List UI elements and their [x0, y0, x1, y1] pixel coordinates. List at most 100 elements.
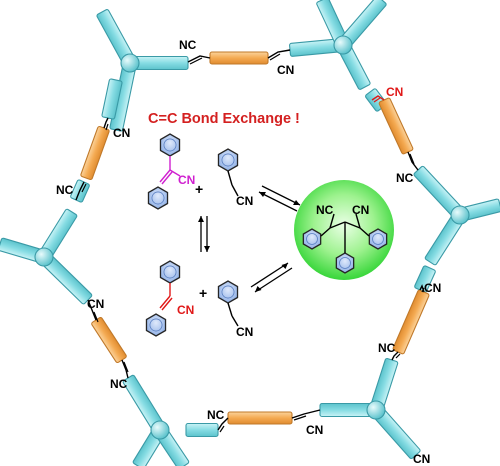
benzene-aromatic-circle — [151, 191, 165, 205]
framework-linker-cyan — [185, 422, 219, 438]
benzene-ring-icon — [368, 228, 388, 250]
nitrile-labels: NC CN CN NC NC CN CN NC CN NC NC CN CN — [56, 38, 441, 466]
nitrile-label-nc: NC — [316, 203, 334, 217]
alkene-bond — [395, 353, 401, 359]
alkene-bond — [81, 183, 87, 193]
framework-linker-orange — [392, 289, 430, 355]
alkene-bond — [409, 153, 415, 165]
framework-linker-orange — [378, 97, 414, 155]
scheme-title: C=C Bond Exchange ! — [148, 111, 300, 127]
framework-node — [450, 205, 470, 225]
benzene-ring-icon — [217, 148, 239, 172]
nitrile-label-cn: CN — [113, 126, 130, 140]
benzene-aromatic-circle — [163, 138, 177, 152]
framework-node — [150, 420, 170, 440]
framework-node — [333, 35, 353, 55]
benzene-aromatic-circle — [339, 257, 351, 269]
bond-line — [329, 213, 335, 229]
bond-line — [320, 227, 331, 237]
alkene-bond — [93, 311, 99, 323]
benzene-aromatic-circle — [221, 153, 235, 167]
alkene-bond — [219, 425, 225, 433]
alkene-bond — [75, 181, 85, 201]
benzene-ring-icon — [145, 313, 167, 337]
nitrile-label-nc: NC — [396, 171, 414, 185]
framework-linker-orange — [91, 316, 127, 364]
plus-operator-bottom: + — [199, 285, 207, 301]
alkene-bond — [217, 417, 229, 431]
bond-line — [231, 315, 239, 327]
alkene-bond — [407, 151, 419, 171]
reaction-scheme: C=C Bond Exchange ! CN + CN CN + CN NC CN — [145, 111, 394, 339]
nitrile-label-nc: NC — [110, 377, 128, 391]
alkene-bond — [291, 409, 321, 419]
bond-line — [159, 169, 171, 183]
bond-line — [227, 302, 233, 317]
nitrile-label-cn: CN — [413, 452, 430, 466]
nitrile-label-cn: CN — [236, 325, 253, 339]
bond-line — [161, 171, 173, 185]
benzene-aromatic-circle — [221, 285, 235, 299]
framework-linker-orange — [227, 411, 293, 425]
bond-line — [344, 221, 361, 229]
bond-line — [231, 184, 239, 197]
alkene-bond — [421, 287, 425, 293]
green-sphere-icon — [294, 180, 394, 280]
bond-line — [359, 227, 370, 237]
alkene-bond — [293, 415, 307, 421]
bond-line — [161, 297, 173, 311]
benzene-aromatic-circle — [163, 265, 177, 279]
nitrile-label-cn: CN — [386, 85, 403, 99]
nitrile-label-nc: NC — [179, 38, 197, 52]
molecule-dimer-adduct: NC CN — [302, 203, 388, 274]
benzene-ring-icon — [159, 260, 181, 284]
bond-line — [227, 170, 233, 186]
benzene-ring-icon — [147, 186, 169, 210]
alkene-bond — [187, 55, 211, 63]
framework-node — [366, 400, 386, 420]
molecule-alpha-cyanostilbene-top: CN — [147, 133, 195, 210]
alkene-bond — [371, 95, 385, 101]
nitrile-label-nc: NC — [207, 408, 225, 422]
alkene-bond — [267, 49, 291, 59]
nitrile-label-nc: NC — [56, 183, 74, 197]
benzene-ring-icon — [335, 252, 355, 274]
nitrile-label-cn: CN — [352, 203, 369, 217]
plus-operator-top: + — [195, 181, 203, 197]
bond-line — [159, 295, 171, 309]
nitrile-label-cn: CN — [306, 423, 323, 437]
framework-linker-orange — [80, 125, 110, 181]
alkene-bond — [189, 57, 203, 65]
benzene-ring-icon — [159, 133, 181, 157]
benzene-aromatic-circle — [372, 233, 384, 245]
nitrile-label-cn: CN — [277, 63, 294, 77]
alkene-bond — [373, 97, 381, 103]
nitrile-label-cn: CN — [236, 194, 253, 208]
alkene-bond — [105, 123, 109, 131]
benzene-aromatic-circle — [306, 233, 318, 245]
framework-node — [120, 53, 140, 73]
alkene-bond — [87, 299, 97, 321]
alkene-bond — [103, 117, 109, 129]
benzene-ring-icon — [217, 280, 239, 304]
nitrile-label-cn: CN — [177, 303, 194, 317]
double-equilibrium-arrow-icon — [198, 185, 301, 293]
molecule-benzyl-cyanide-bottom: CN — [217, 280, 253, 339]
benzene-ring-icon — [302, 228, 322, 250]
nitrile-label-cn: CN — [87, 297, 104, 311]
nitrile-label-cn: CN — [178, 173, 195, 187]
molecule-benzyl-cyanide-top: CN — [217, 148, 253, 208]
alkene-bond — [121, 359, 129, 379]
benzene-aromatic-circle — [149, 318, 163, 332]
alkene-bond — [123, 361, 129, 373]
framework-linker-orange — [209, 51, 269, 65]
molecule-alpha-cyanostilbene-bottom: CN — [145, 260, 194, 337]
nitrile-label-cn: CN — [424, 281, 441, 295]
bond-line — [355, 213, 361, 229]
framework-node — [34, 247, 54, 267]
bond-line — [169, 169, 181, 177]
nitrile-label-nc: NC — [378, 341, 396, 355]
